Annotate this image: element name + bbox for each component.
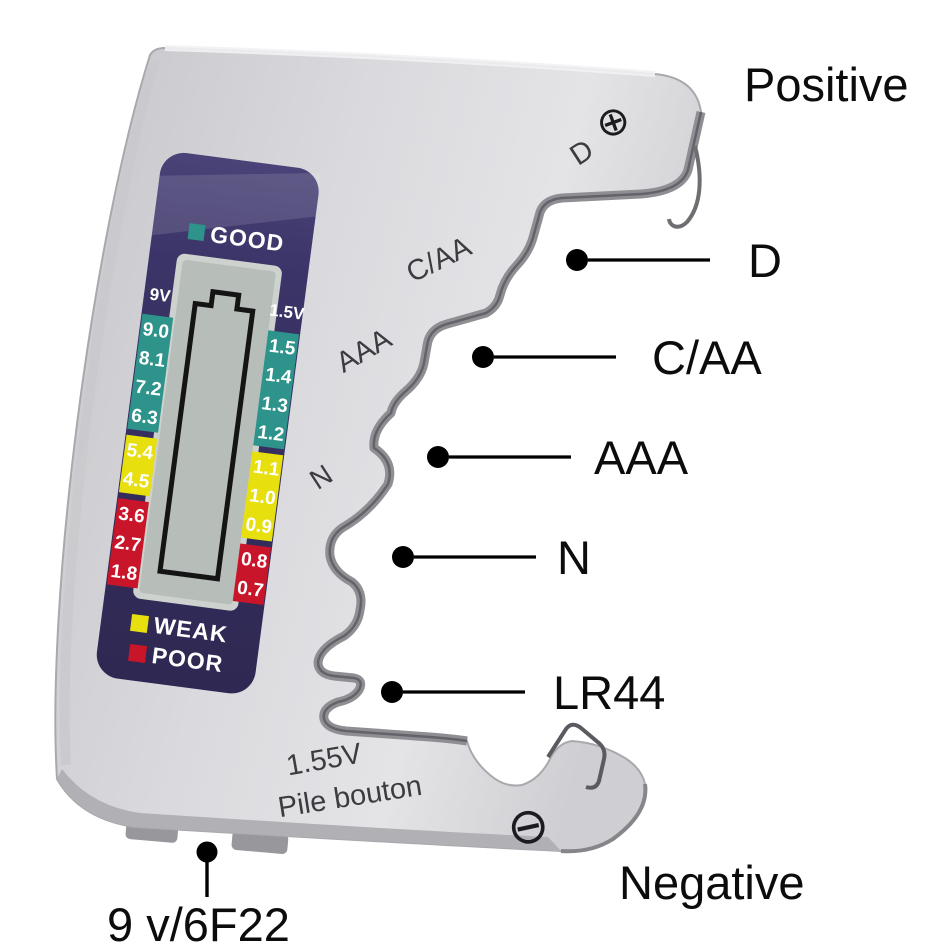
scale-value: 0.9 [244, 514, 273, 538]
lcd-screen [139, 260, 276, 605]
scale-value: 7.2 [134, 376, 163, 400]
scale-value: 6.3 [130, 405, 159, 429]
left-weak-block [118, 434, 158, 497]
device-bottom-face [57, 769, 561, 851]
left-scale-header: 9V [148, 285, 172, 307]
callout-label-n: N [557, 531, 591, 584]
display-sheen [151, 172, 322, 236]
callout-label-negative: Negative [619, 856, 805, 909]
callout-dot-lr44 [381, 681, 403, 703]
scale-value: 1.0 [248, 485, 277, 509]
left-scale: 9V 9.0 8.1 7.2 6.3 5.4 4.5 3.6 2.7 1.8 [106, 285, 174, 589]
scale-value: 1.8 [109, 561, 138, 585]
callout-dot-c-aa [472, 346, 494, 368]
scale-value: 8.1 [138, 348, 167, 372]
scale-value: 5.4 [125, 440, 154, 464]
scale-value: 1.2 [256, 422, 285, 446]
callout-label-positive: Positive [744, 58, 909, 111]
callout-label-lr44: LR44 [553, 666, 665, 719]
scale-value: 2.7 [113, 532, 142, 556]
callout-dot-aaa [427, 446, 449, 468]
scale-value: 3.6 [117, 503, 146, 527]
callout-dot-n [392, 546, 414, 568]
top-edge-highlight [164, 45, 656, 77]
scale-value: 1.5 [268, 336, 297, 360]
left-poor-block [106, 498, 149, 589]
callout-label-nine-volt: 9 v/6F22 [107, 898, 290, 944]
spring-clip-bottom [546, 722, 607, 790]
left-good-block [127, 313, 174, 433]
device: GOOD 9V 9.0 8.1 7.2 6.3 5.4 4.5 3.6 2.7 … [54, 45, 702, 858]
poor-swatch [128, 643, 148, 664]
spring-clip-top [667, 145, 702, 229]
right-weak-block [241, 451, 284, 542]
battery-outline-icon [157, 288, 256, 582]
left-edge-bevel [59, 60, 159, 766]
scale-value: 0.7 [236, 578, 265, 602]
callout-label-aaa: AAA [594, 431, 689, 484]
scale-value: 9.0 [141, 319, 170, 343]
right-scale: 1.5V 1.5 1.4 1.3 1.2 1.1 1.0 0.9 0.8 0.7 [232, 300, 306, 606]
lcd-display: GOOD 9V 9.0 8.1 7.2 6.3 5.4 4.5 3.6 2.7 … [96, 152, 322, 694]
right-good-block [253, 330, 300, 450]
scale-value: 1.3 [260, 393, 289, 417]
corner-shade [560, 783, 648, 854]
right-poor-block [232, 543, 272, 606]
good-swatch [187, 223, 206, 242]
callout-label-d: D [748, 234, 782, 287]
callout-dot-nine-volt [196, 841, 218, 863]
scale-value: 4.5 [122, 469, 151, 493]
scale-value: 0.8 [240, 549, 269, 573]
callout-label-c-aa: C/AA [652, 331, 762, 384]
right-scale-header: 1.5V [268, 300, 306, 323]
callout-dot-d [566, 249, 588, 271]
scale-value: 1.4 [264, 364, 293, 388]
scale-value: 1.1 [252, 457, 281, 481]
callouts: Positive D C/AA AAA N LR44 Negative 9 v/… [107, 58, 909, 944]
weak-swatch [129, 613, 150, 634]
